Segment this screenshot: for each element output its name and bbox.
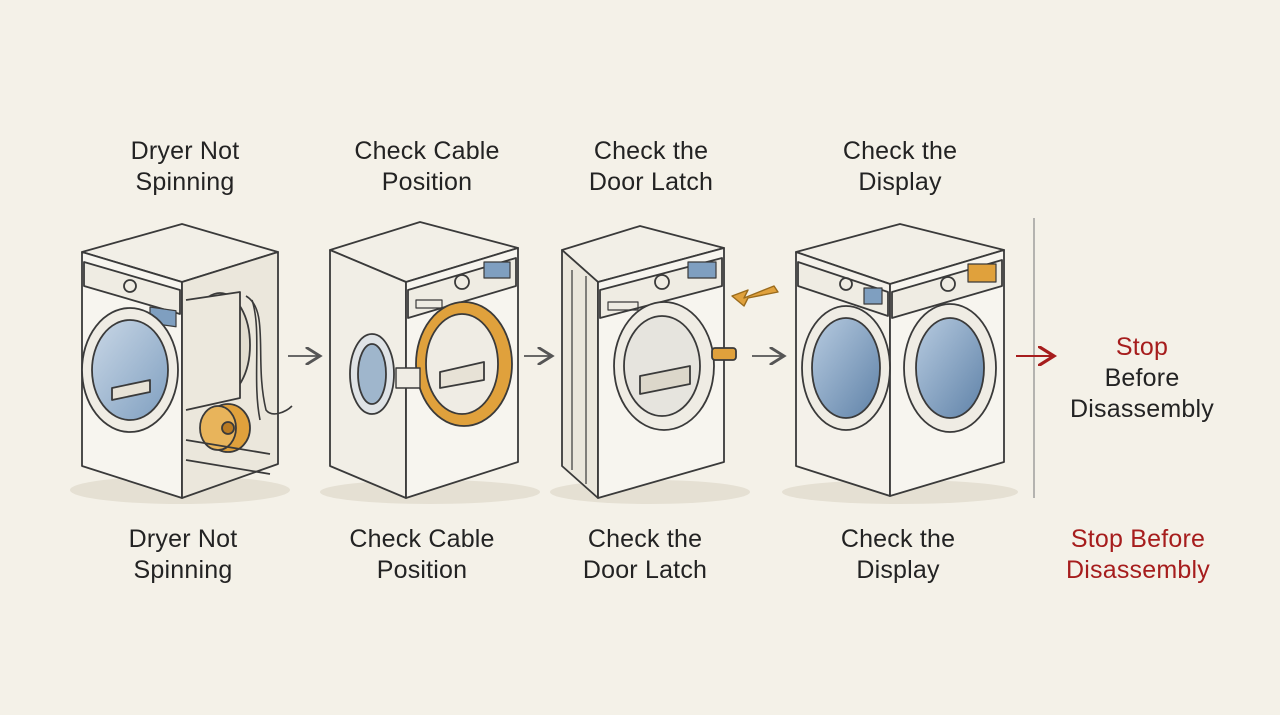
step1-title-top: Dryer Not Spinning — [130, 137, 240, 196]
check-cable-position-illustration — [320, 221, 540, 504]
step4-title-top: Check the Display — [842, 137, 958, 196]
final-step-label-side: Stop Before Disassembly — [1032, 332, 1252, 425]
before-word: Before — [1104, 364, 1180, 392]
step2-title-bottom: Check Cable Position — [349, 525, 495, 584]
check-door-latch-illustration — [550, 225, 779, 504]
check-display-illustration — [782, 223, 1018, 504]
step3-title-top: Check the Door Latch — [588, 137, 714, 196]
final-step-label-bottom: Stop Before Disassembly — [1066, 525, 1210, 584]
stop-word: Stop — [1115, 333, 1169, 361]
step4-title-bottom: Check the Display — [840, 525, 956, 584]
step2-title-top: Check Cable Position — [354, 137, 500, 196]
step1-title-bottom: Dryer Not Spinning — [128, 525, 238, 584]
step3-title-bottom: Check the Door Latch — [582, 525, 708, 584]
dryer-not-spinning-illustration — [70, 223, 293, 504]
